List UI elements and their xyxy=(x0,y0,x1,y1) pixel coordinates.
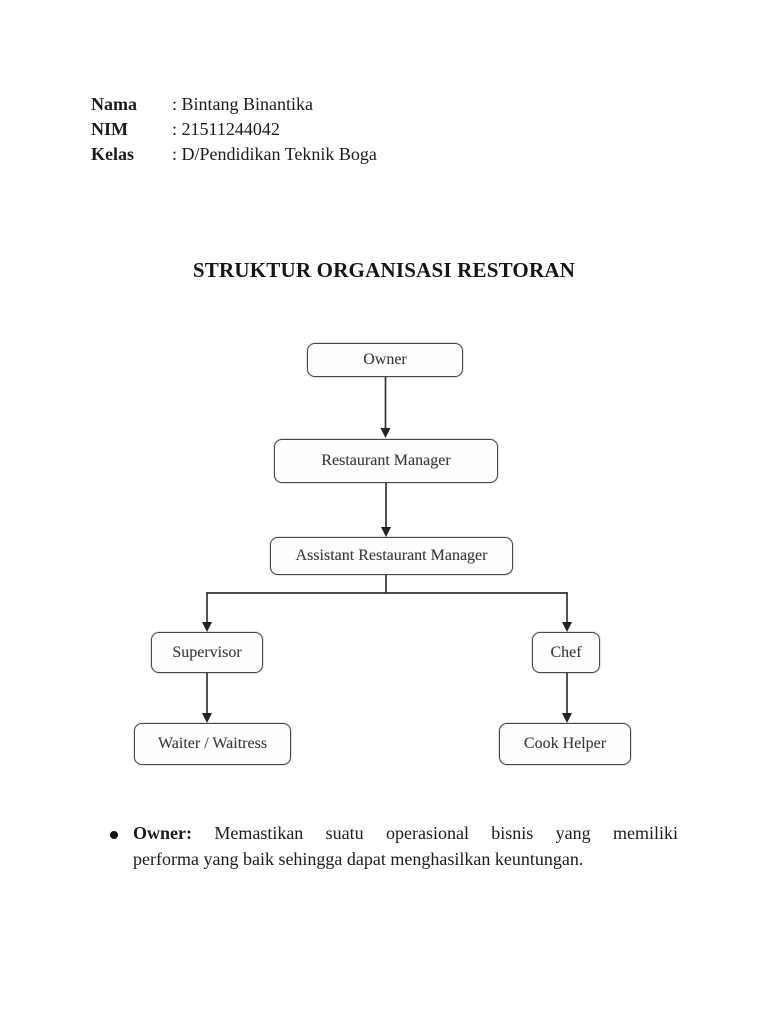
org-node-restaurant-manager: Restaurant Manager xyxy=(274,439,498,483)
arrow-down-icon xyxy=(380,428,391,438)
owner-note: Owner: Memastikan suatu operasional bisn… xyxy=(133,821,678,872)
info-label-nim: NIM xyxy=(91,119,128,139)
org-node-waiter-waitress: Waiter / Waitress xyxy=(134,723,291,765)
info-value-nama: : Bintang Binantika xyxy=(172,94,313,114)
info-row-nama: Nama : Bintang Binantika xyxy=(91,92,377,117)
info-row-kelas: Kelas : D/Pendidikan Teknik Boga xyxy=(91,142,377,167)
org-node-assistant-restaurant-manager: Assistant Restaurant Manager xyxy=(270,537,513,575)
arrow-down-icon xyxy=(562,622,572,632)
org-node-chef-label: Chef xyxy=(550,643,582,661)
org-node-chef: Chef xyxy=(532,632,600,673)
owner-note-term: Owner: xyxy=(133,823,192,843)
org-node-waiter-waitress-label: Waiter / Waitress xyxy=(157,735,268,752)
info-value-nim: : 21511244042 xyxy=(172,119,280,139)
org-node-supervisor: Supervisor xyxy=(151,632,263,673)
info-label-nama: Nama xyxy=(91,94,137,114)
owner-note-line1: Owner: Memastikan suatu operasional bisn… xyxy=(133,821,678,847)
bullet-icon xyxy=(110,831,118,839)
org-node-cook-helper: Cook Helper xyxy=(499,723,631,765)
org-node-restaurant-manager-label: Restaurant Manager xyxy=(321,452,451,469)
info-value-kelas: : D/Pendidikan Teknik Boga xyxy=(172,144,377,164)
arrow-down-icon xyxy=(202,622,212,632)
info-label-kelas: Kelas xyxy=(91,144,134,164)
info-row-nim: NIM : 21511244042 xyxy=(91,117,377,142)
student-info-block: Nama : Bintang Binantika NIM : 21511244042… xyxy=(91,92,377,167)
org-node-owner-label: Owner xyxy=(363,351,407,368)
page-title: STRUKTUR ORGANISASI RESTORAN xyxy=(192,258,576,282)
org-node-owner: Owner xyxy=(307,343,463,377)
org-node-supervisor-label: Supervisor xyxy=(172,643,242,661)
arrow-down-icon xyxy=(381,527,391,537)
arrow-down-icon xyxy=(202,713,212,723)
owner-note-line1-text: Memastikan suatu operasional bisnis yang… xyxy=(214,823,678,843)
org-node-assistant-restaurant-manager-label: Assistant Restaurant Manager xyxy=(295,547,488,564)
org-node-cook-helper-label: Cook Helper xyxy=(523,735,607,752)
arrow-down-icon xyxy=(562,713,572,723)
owner-note-line2: performa yang baik sehingga dapat mengha… xyxy=(133,848,584,869)
